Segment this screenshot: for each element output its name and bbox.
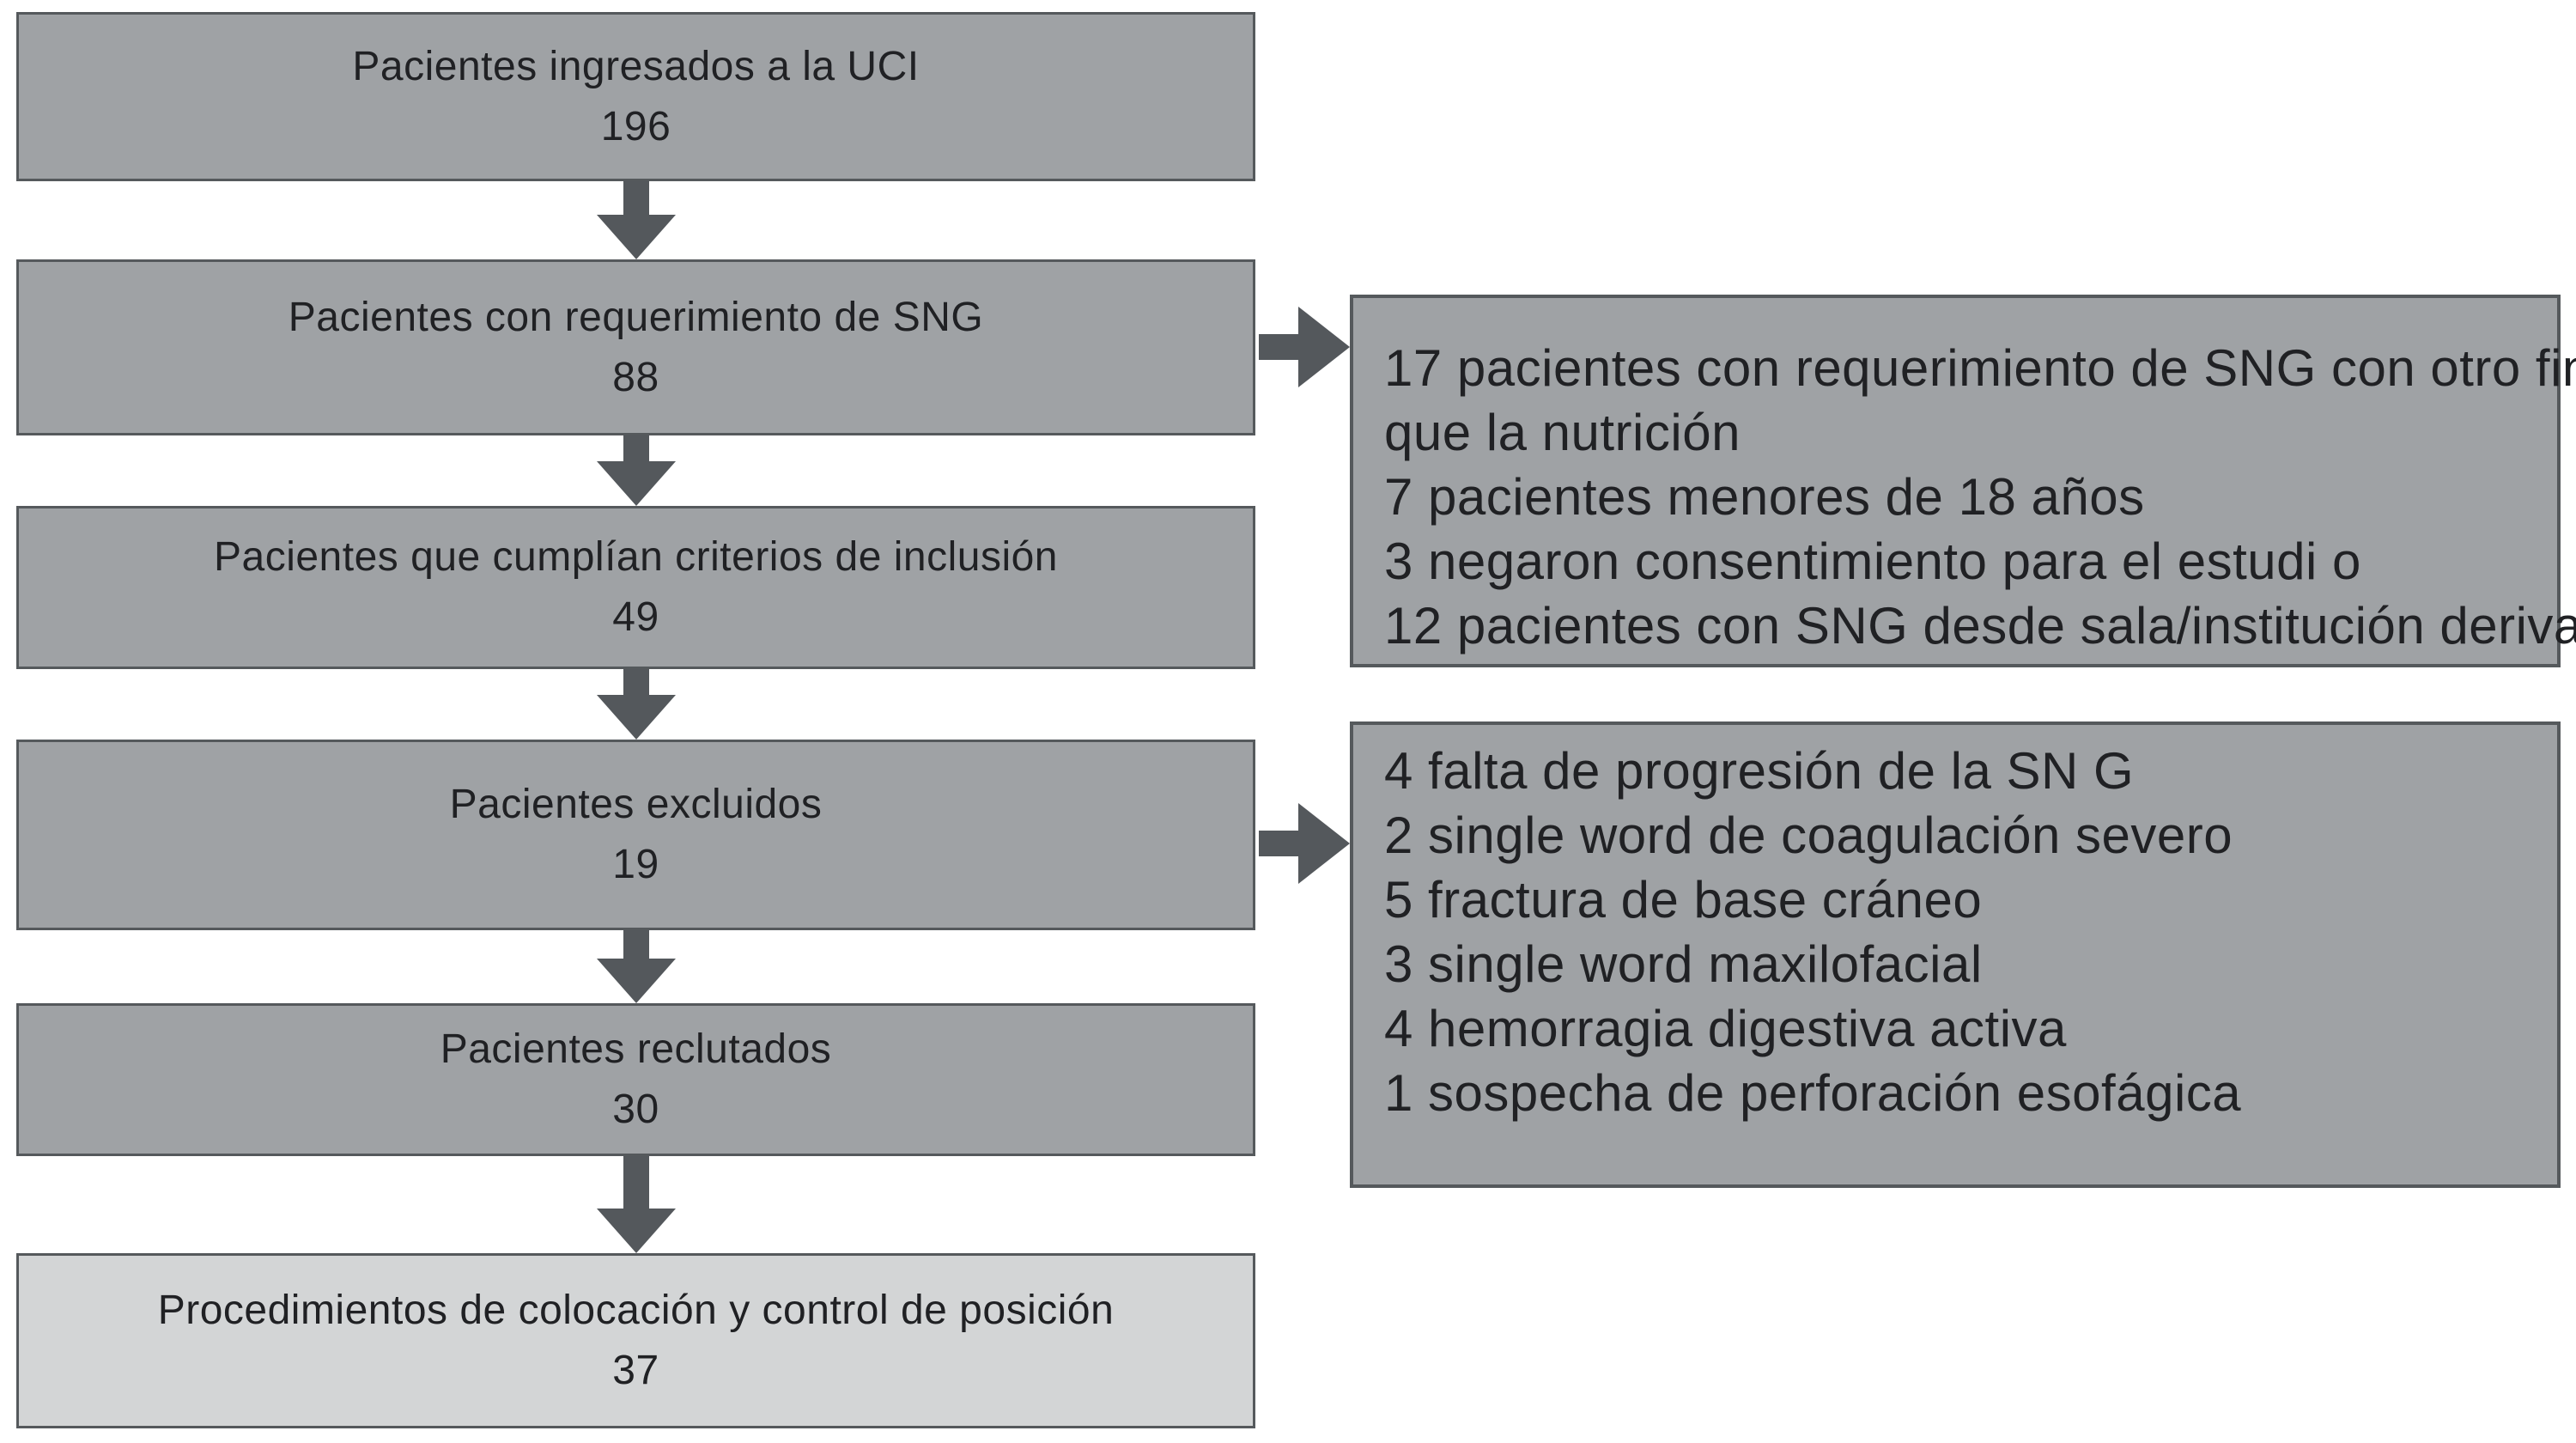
exclusion-line: 4 hemorragia digestiva activa [1384,1000,2067,1057]
exclusion-line: 2 single word de coagulación severo [1384,807,2233,864]
arrow-stem [623,930,649,960]
exclusion-line: 17 pacientes con requerimiento de SNG co… [1384,339,2576,397]
box-count: 19 [612,842,659,887]
arrow-head-icon [597,1209,676,1253]
exclusion-line: 4 falta de progresión de la SN G [1384,742,2135,800]
exclusion-line: 1 sospecha de perforación esofágica [1384,1064,2242,1122]
exclusion-line: 12 pacientes con SNG desde sala/instituc… [1384,597,2576,655]
right-arrow-2 [1259,803,1350,884]
arrow-stem [623,669,649,697]
box-title: Pacientes ingresados a la UCI [352,43,920,89]
exclusion-box-sng: 17 pacientes con requerimiento de SNG co… [1350,295,2576,667]
exclusion-line: que la nutrición [1384,404,1741,461]
arrow-head-icon [597,695,676,740]
flow-box-procedures: Procedimientos de colocación y control d… [16,1253,1255,1428]
box-count: 37 [612,1348,659,1393]
arrow-stem [623,181,649,216]
flow-box-inclusion-criteria: Pacientes que cumplían criterios de incl… [16,506,1255,669]
flow-box-excluded: Pacientes excluidos 19 [16,740,1255,930]
arrow-stem [623,435,649,463]
down-arrow-4 [597,930,676,1003]
down-arrow-3 [597,669,676,740]
flow-box-sng-requirement: Pacientes con requerimiento de SNG 88 [16,259,1255,435]
arrow-stem [623,1156,649,1210]
box-title: Pacientes que cumplían criterios de incl… [213,534,1058,580]
arrow-head-icon [597,215,676,259]
box-title: Pacientes excluidos [449,782,823,827]
box-count: 30 [612,1087,659,1132]
arrow-head-icon [597,959,676,1003]
down-arrow-2 [597,435,676,506]
right-arrow-1 [1259,307,1350,387]
arrow-stem [1259,831,1302,856]
box-count: 49 [612,594,659,640]
exclusion-line: 3 single word maxilofacial [1384,935,1983,993]
exclusion-line: 3 negaron consentimiento para el estudi … [1384,533,2361,590]
exclusion-line: 7 pacientes menores de 18 años [1384,468,2145,526]
arrow-stem [1259,334,1302,360]
down-arrow-1 [597,181,676,259]
arrow-head-icon [1298,803,1350,884]
box-title: Pacientes con requerimiento de SNG [288,294,984,340]
box-title: Pacientes reclutados [440,1026,832,1072]
arrow-head-icon [1298,307,1350,387]
arrow-head-icon [597,461,676,506]
flow-box-admitted: Pacientes ingresados a la UCI 196 [16,12,1255,181]
box-count: 88 [612,354,659,400]
exclusion-box-criteria: 4 falta de progresión de la SN G 2 singl… [1350,722,2561,1188]
flow-box-recruited: Pacientes reclutados 30 [16,1003,1255,1156]
exclusion-line: 5 fractura de base cráneo [1384,871,1983,929]
box-count: 196 [600,103,671,149]
box-title: Procedimientos de colocación y control d… [157,1288,1115,1333]
down-arrow-5 [597,1156,676,1253]
